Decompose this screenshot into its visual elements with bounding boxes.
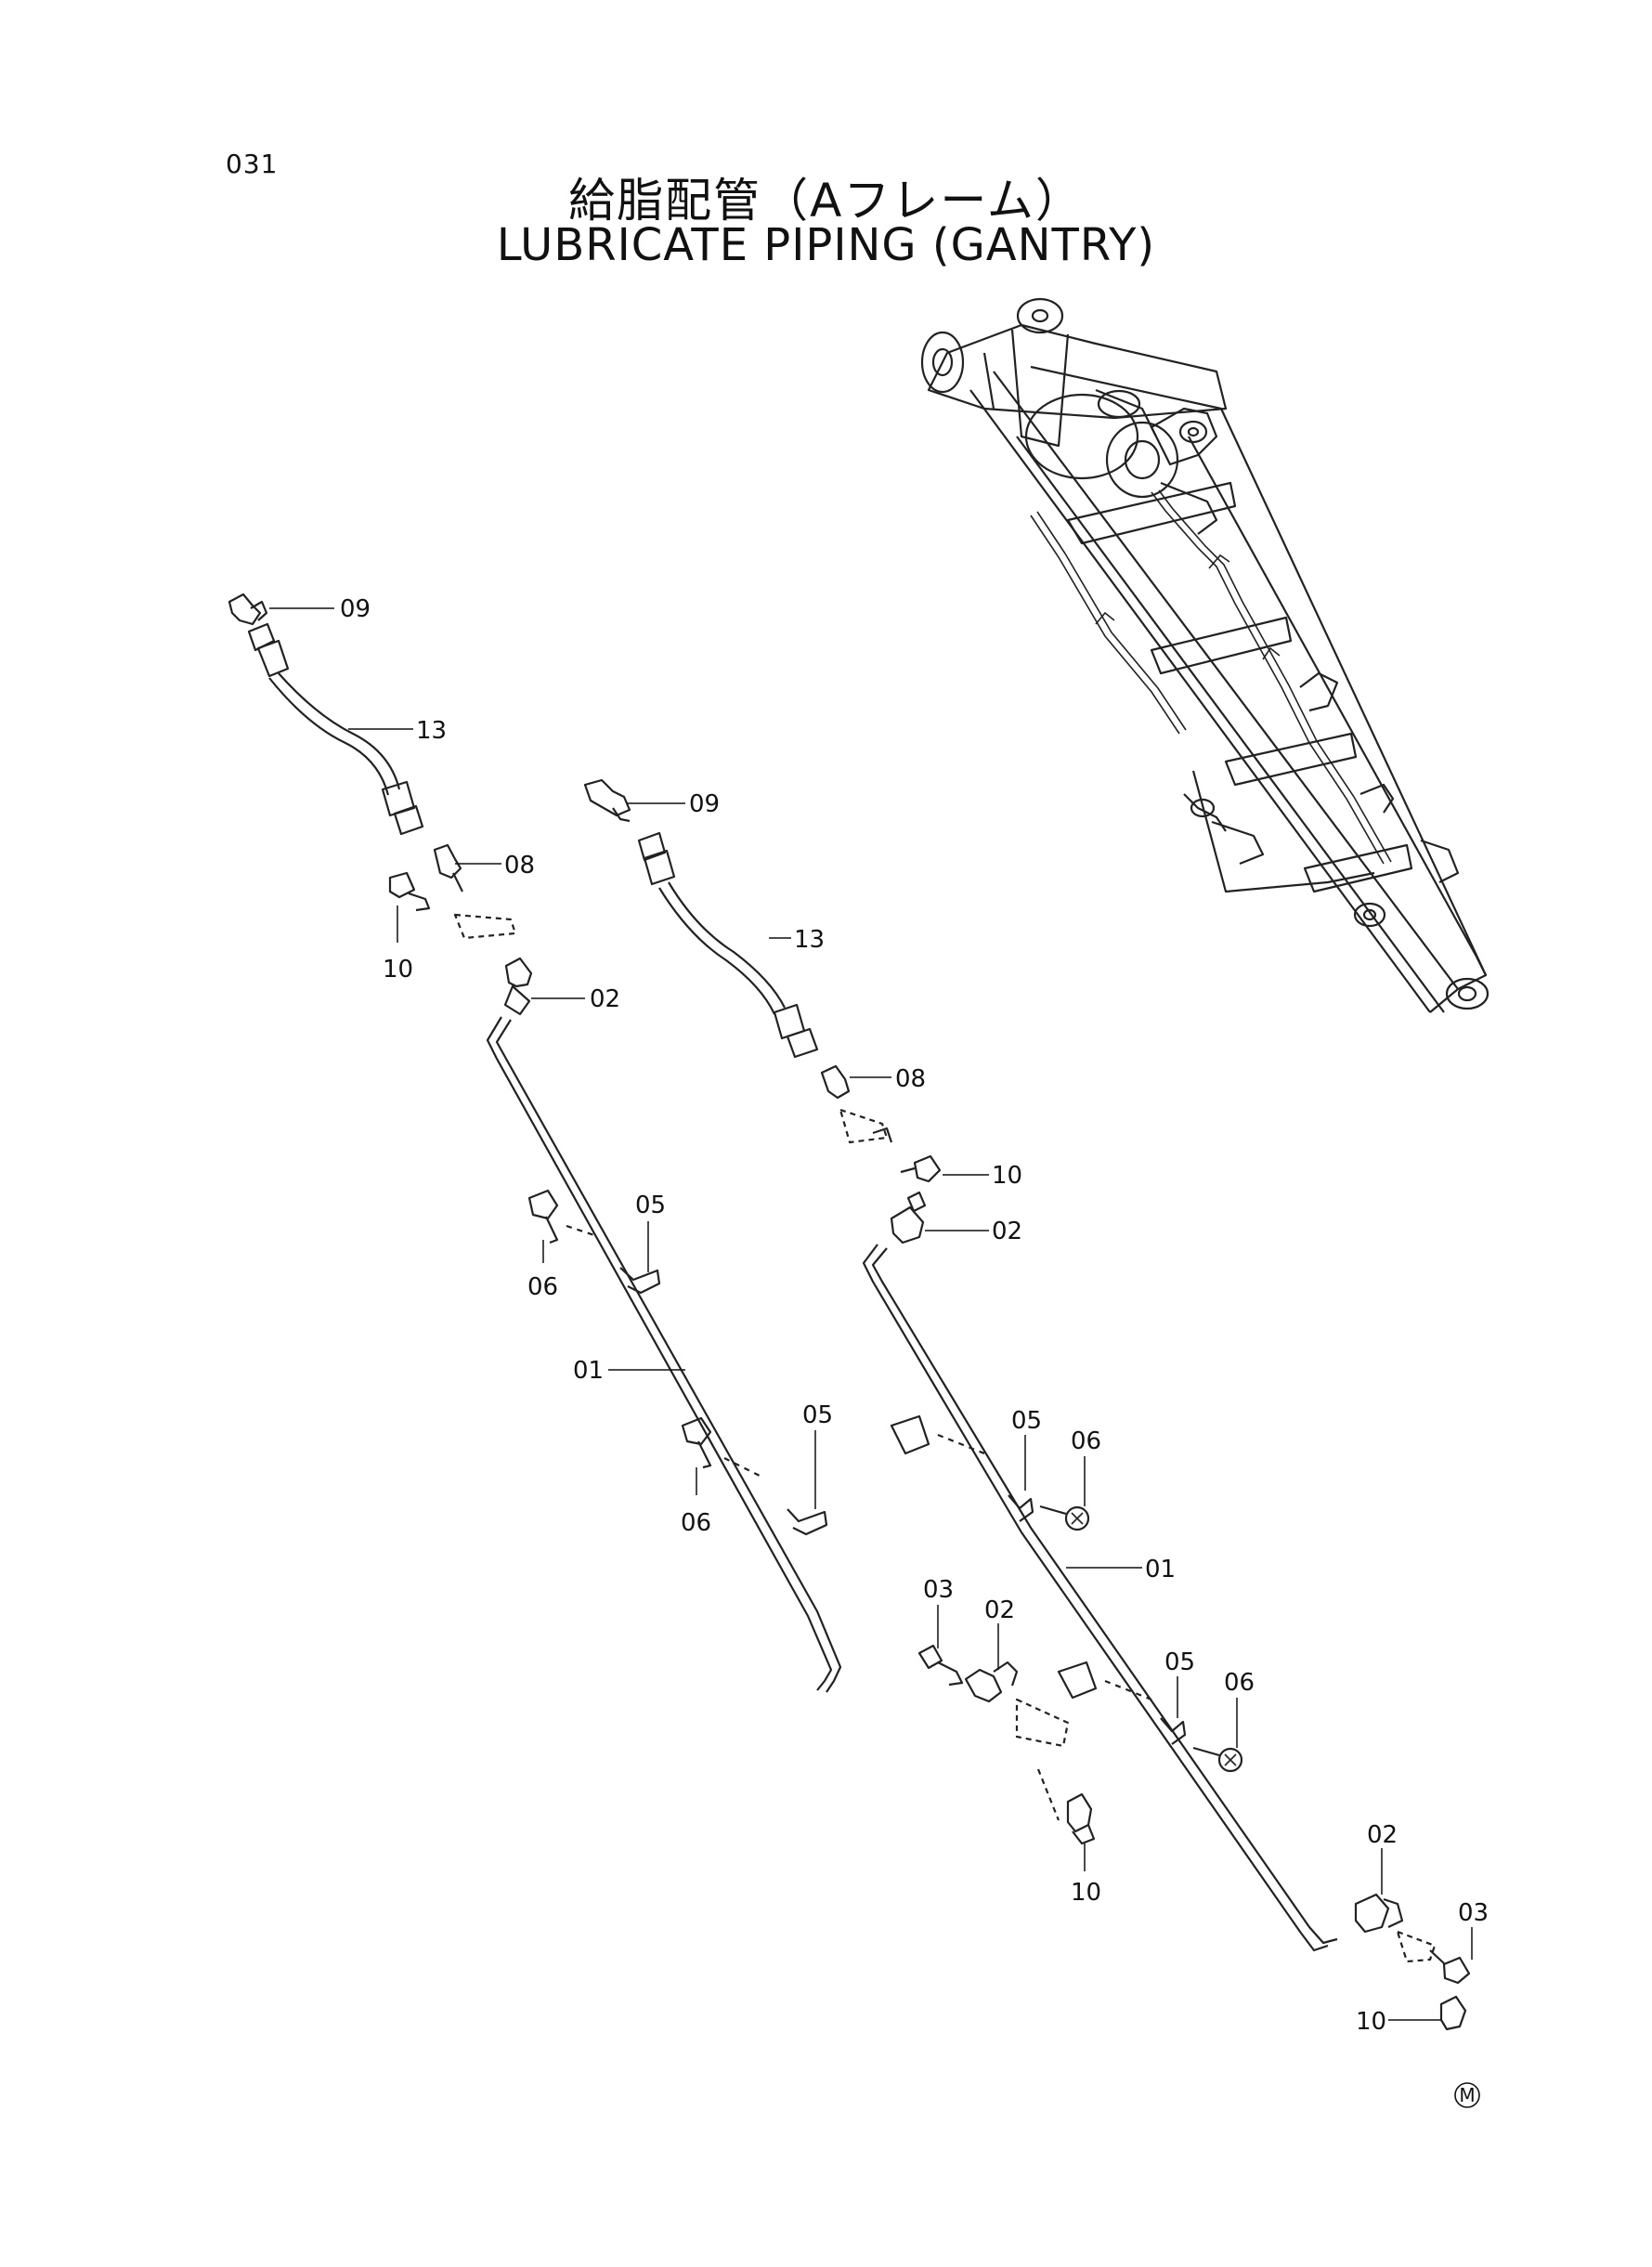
callout-label: 05 [1011, 1407, 1042, 1435]
page-number: 031 [226, 149, 279, 179]
callout-label: 05 [1164, 1648, 1195, 1676]
callout-label: 03 [1458, 1899, 1489, 1927]
callout-label: 08 [895, 1065, 926, 1093]
callout-label: 13 [416, 717, 447, 745]
left-pipe-assembly [486, 1016, 1096, 1845]
callout-label: 03 [923, 1576, 954, 1604]
revision-mark: M [1454, 2082, 1480, 2108]
callout-label: 09 [689, 790, 720, 818]
revision-mark-letter: M [1459, 2084, 1475, 2106]
gantry-lubrication-lines [1030, 489, 1392, 865]
callout-label: 08 [504, 852, 535, 879]
page-title-japanese: 給脂配管（Aフレーム） [568, 174, 1084, 228]
callout-label: 13 [794, 926, 825, 954]
callout-label: 06 [1224, 1669, 1255, 1697]
left-hose-assembly [228, 593, 533, 1016]
callout-label: 02 [1367, 1821, 1398, 1849]
callout-label: 01 [1145, 1556, 1176, 1583]
gantry-assembly-illustration [920, 297, 1489, 1013]
callout-label: 06 [681, 1509, 711, 1537]
right-hose-assembly [583, 778, 942, 1244]
callout-label: 10 [992, 1162, 1022, 1190]
callout-label: 02 [984, 1596, 1015, 1624]
callout-label: 10 [383, 956, 413, 984]
callout-label: 10 [1071, 1879, 1101, 1907]
callout-labels: 09 13 08 10 02 05 06 01 05 06 03 02 10 0… [340, 595, 1489, 2036]
callout-label: 05 [635, 1192, 666, 1219]
callout-label: 06 [527, 1273, 558, 1301]
leader-lines [269, 607, 1473, 2021]
callout-label: 02 [992, 1218, 1022, 1245]
right-pipe-assembly [862, 1244, 1471, 2031]
callout-label: 06 [1071, 1427, 1101, 1455]
callout-label: 02 [590, 985, 620, 1013]
callout-label: 09 [340, 595, 371, 623]
callout-label: 01 [573, 1357, 604, 1385]
callout-label: 10 [1356, 2008, 1386, 2036]
callout-label: 05 [802, 1401, 833, 1429]
page-title-english: LUBRICATE PIPING (GANTRY) [496, 219, 1156, 271]
